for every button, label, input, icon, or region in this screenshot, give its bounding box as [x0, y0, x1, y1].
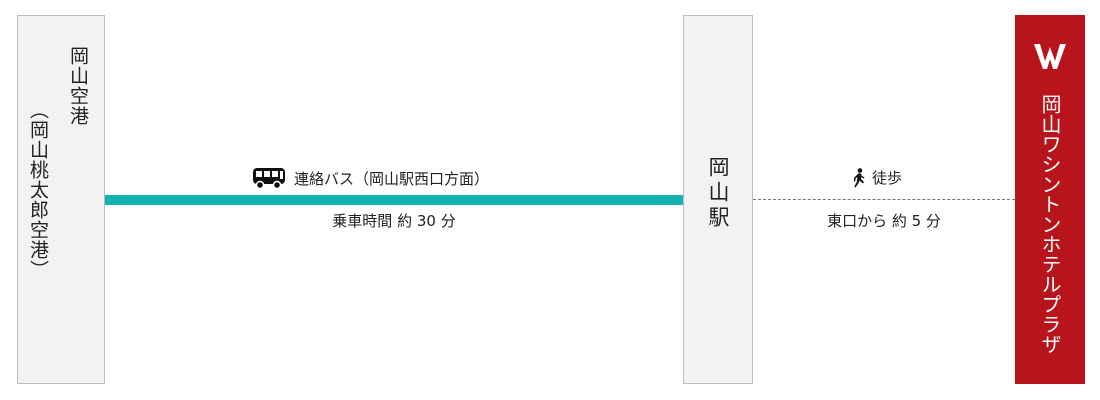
- airport-name: 岡山空港: [67, 46, 89, 126]
- okayama-station-box: 岡山駅: [683, 15, 753, 384]
- okayama-station-name: 岡山駅: [706, 156, 730, 231]
- washington-w-logo-icon: [1032, 41, 1068, 71]
- bus-route-text: 連絡バス（岡山駅西口方面）: [294, 169, 490, 188]
- airport-station-box: 岡山空港 （岡山桃太郎空港）: [17, 15, 105, 384]
- bus-travel-time: 乗車時間 約 30 分: [332, 212, 456, 230]
- walking-person-icon: [852, 167, 866, 188]
- walk-route-label: 徒歩: [852, 167, 902, 188]
- bus-route-line: [105, 195, 683, 205]
- hotel-name: 岡山ワシントンホテルプラザ: [1038, 94, 1062, 354]
- hotel-box: 岡山ワシントンホテルプラザ: [1015, 15, 1085, 384]
- walk-route-text: 徒歩: [872, 169, 903, 187]
- bus-icon: [252, 167, 286, 190]
- bus-route-label: 連絡バス（岡山駅西口方面）: [252, 167, 490, 190]
- airport-alt-name: （岡山桃太郎空港）: [27, 100, 49, 280]
- walk-travel-time: 東口から 約 5 分: [827, 212, 941, 230]
- walk-route-line: [753, 199, 1015, 200]
